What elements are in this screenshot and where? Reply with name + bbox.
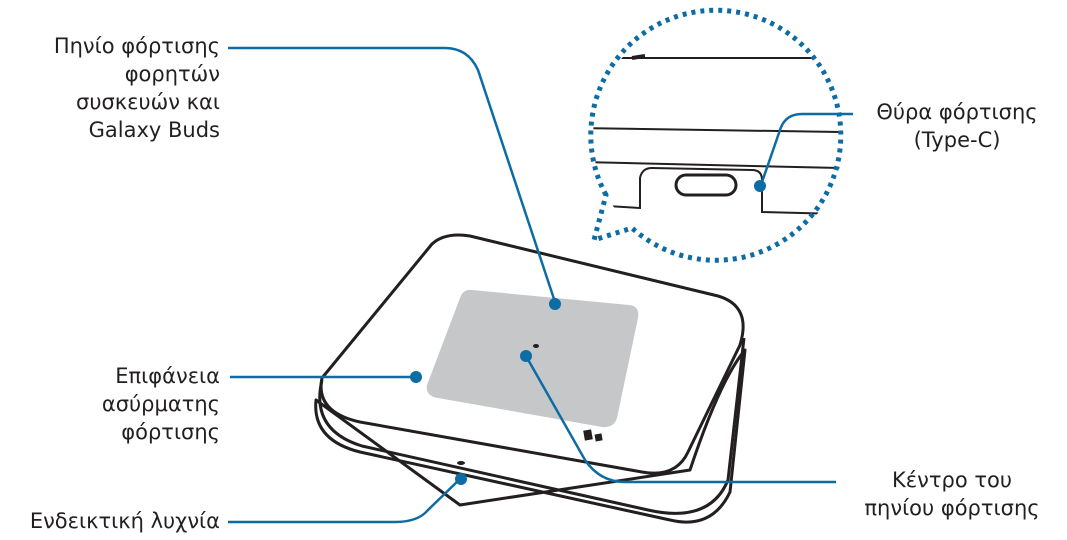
- label-charging-pad-line-4: Galaxy Buds: [88, 118, 220, 142]
- label-wireless-surface-line-2: ασύρματης: [101, 392, 220, 416]
- charger-side-edge: [318, 337, 746, 515]
- callout-dot-wireless-surface: [410, 371, 422, 383]
- callout-line-coil-center: [524, 355, 836, 484]
- label-charging-pad-line-1: Πηνίο φόρτισης: [53, 34, 220, 58]
- label-wireless-surface-line-3: φόρτισης: [121, 420, 220, 444]
- label-charging-pad: Πηνίο φόρτισης φορητών συσκευών και Gala…: [54, 32, 220, 144]
- callout-dots: [410, 180, 766, 485]
- label-wireless-surface: Επιφάνεια ασύρματης φόρτισης: [102, 362, 220, 446]
- label-wireless-surface-line-1: Επιφάνεια: [115, 364, 220, 388]
- charger-logo-mark: [583, 429, 603, 442]
- label-charging-port: Θύρα φόρτισης (Type-C): [857, 98, 1057, 154]
- label-coil-center: Κέντρο του πηνίου φόρτισης: [842, 466, 1062, 522]
- label-charging-port-line-1: Θύρα φόρτισης: [876, 100, 1038, 124]
- callout-line-charging-pad: [228, 46, 557, 303]
- label-coil-center-line-1: Κέντρο του: [892, 468, 1012, 492]
- indicator-light-mark: [457, 461, 465, 465]
- coil-center-mark: [533, 344, 539, 348]
- label-charging-pad-line-2: φορητών: [124, 62, 220, 86]
- label-charging-port-line-2: (Type-C): [913, 128, 1001, 152]
- coil-area: [426, 289, 639, 428]
- label-indicator-light: Ενδεικτική λυχνία: [30, 507, 220, 535]
- inset-outline: [588, 7, 844, 263]
- label-coil-center-line-2: πηνίου φόρτισης: [864, 496, 1040, 520]
- label-charging-pad-line-3: συσκευών και: [76, 90, 220, 114]
- port-inset: [588, 7, 844, 263]
- callout-lines: [228, 46, 853, 524]
- charger-side: [314, 348, 747, 524]
- callout-dot-indicator: [455, 473, 467, 485]
- callout-dot-charging-port: [754, 180, 766, 192]
- callout-dot-coil-center: [520, 350, 532, 362]
- label-indicator-light-line-1: Ενδεικτική λυχνία: [29, 509, 220, 533]
- callout-dot-charging-pad: [549, 298, 561, 310]
- callout-line-charging-port: [759, 112, 853, 186]
- type-c-port-shape: [674, 173, 738, 197]
- callout-line-indicator: [228, 477, 462, 524]
